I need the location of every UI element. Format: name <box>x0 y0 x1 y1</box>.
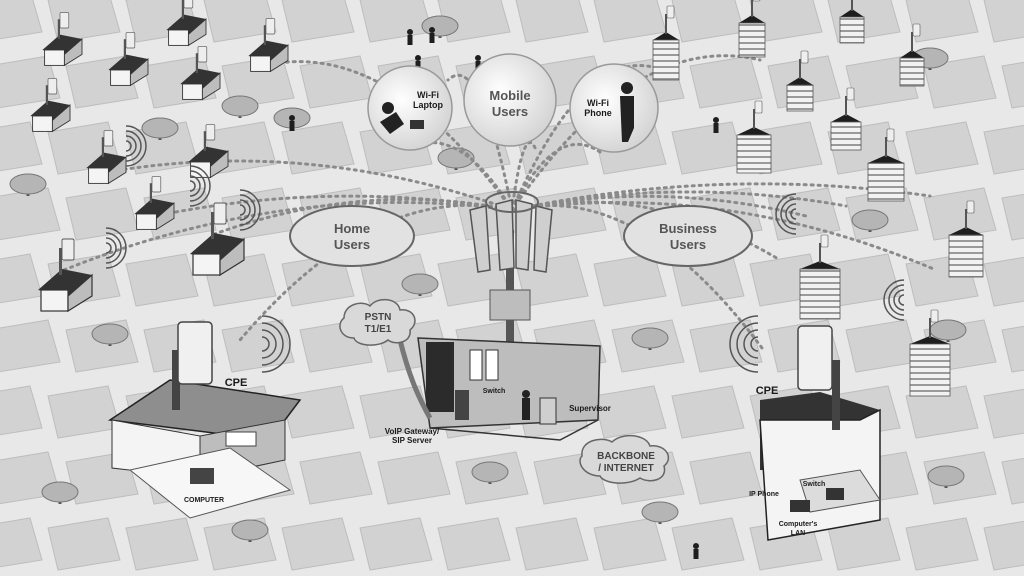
city-block <box>906 518 978 570</box>
city-block <box>594 518 666 570</box>
backbone-label-1: BACKBONE <box>597 451 655 462</box>
city-block <box>300 452 372 504</box>
cpe-right-label: CPE <box>756 385 779 397</box>
mobile-users-label-2: Users <box>492 104 528 119</box>
city-block <box>690 56 762 108</box>
switch-center-label: Switch <box>483 388 506 395</box>
backbone-label-2: / INTERNET <box>598 463 654 474</box>
wifi-laptop-label-1: Wi-Fi <box>417 90 439 100</box>
pstn-label-2: T1/E1 <box>365 324 392 335</box>
city-block <box>378 452 450 504</box>
switch-right-label: Switch <box>803 481 826 488</box>
person-icon <box>289 115 295 131</box>
city-block <box>360 518 432 570</box>
city-block <box>846 320 918 372</box>
city-block <box>516 518 588 570</box>
city-block <box>282 518 354 570</box>
city-block <box>438 518 510 570</box>
city-block <box>126 518 198 570</box>
city-block <box>66 188 138 240</box>
city-block <box>300 56 372 108</box>
computers-lan-label-1: Computer's <box>779 521 818 528</box>
pstn-label-1: PSTN <box>365 312 392 323</box>
city-block <box>906 122 978 174</box>
home-users-label-2: Users <box>334 237 370 252</box>
ip-phone-label: IP Phone <box>749 491 779 498</box>
person-icon <box>429 27 435 43</box>
wifi-phone-label-2: Phone <box>584 108 612 118</box>
computers-lan-label-2: LAN <box>791 530 805 537</box>
person-icon <box>693 543 699 559</box>
city-block <box>282 386 354 438</box>
city-block <box>126 254 198 306</box>
home-users-label-1: Home <box>334 221 370 236</box>
person-icon <box>713 117 719 133</box>
business-users-label-1: Business <box>659 221 717 236</box>
supervisor-label: Supervisor <box>569 404 611 413</box>
business-users-label-2: Users <box>670 237 706 252</box>
city-block <box>48 386 120 438</box>
wifi-laptop-label-2: Laptop <box>413 100 443 110</box>
computer-label: COMPUTER <box>184 497 224 504</box>
voip-label-1: VoIP Gateway/ <box>385 427 440 436</box>
person-icon <box>407 29 413 45</box>
city-block <box>48 518 120 570</box>
city-block <box>672 386 744 438</box>
mobile-users-label-1: Mobile <box>489 88 530 103</box>
city-block <box>672 122 744 174</box>
cpe-left-label: CPE <box>225 377 248 389</box>
wifi-phone-label-1: Wi-Fi <box>587 98 609 108</box>
voip-label-2: SIP Server <box>392 436 432 445</box>
city-block <box>672 518 744 570</box>
mobile-bubbles <box>368 54 658 152</box>
